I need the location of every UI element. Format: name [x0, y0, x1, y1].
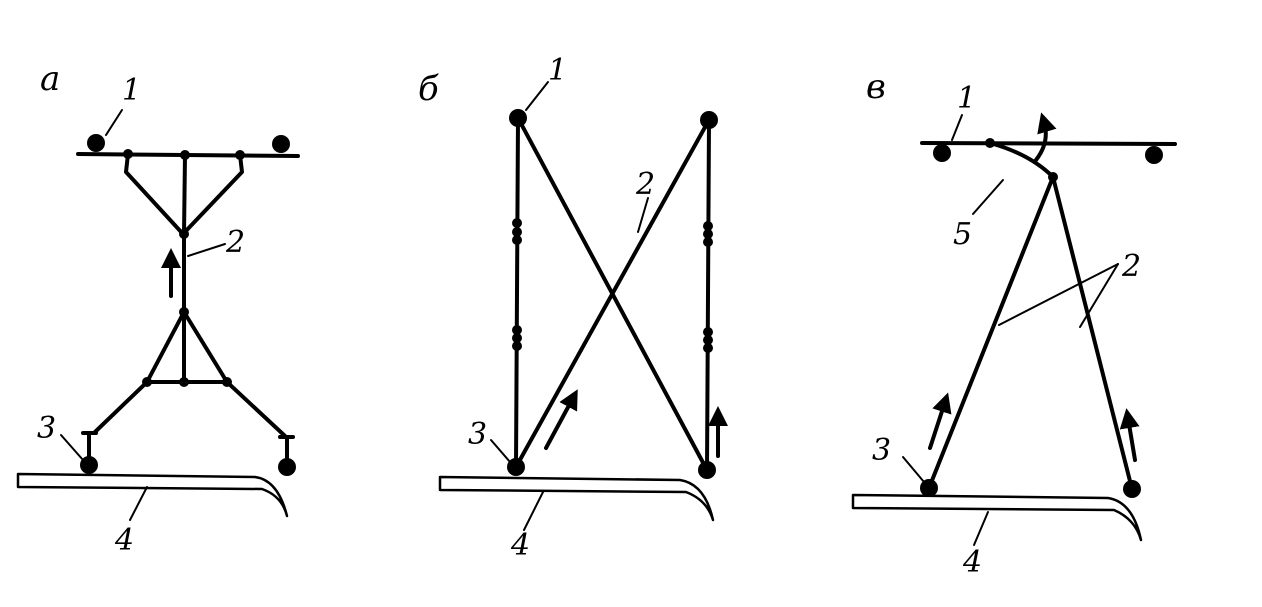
panel-c-rocker-link	[988, 141, 1055, 179]
panel-b-bottom-joint-right	[698, 461, 716, 479]
panel-a-label-1: 1	[122, 73, 141, 108]
panel-a-top-wheel-left	[87, 134, 105, 152]
panel-b-label-2: 2	[635, 167, 655, 202]
panel-a-letter: а	[40, 59, 60, 99]
panel-c-rotation-arrow-icon	[1034, 112, 1057, 162]
panel-b-right-upright	[705, 118, 711, 472]
panel-b-label-1: 1	[548, 53, 567, 88]
panel-c-arrow-right-icon	[1119, 408, 1140, 462]
panel-c-label-1: 1	[957, 81, 976, 116]
panel-b: б 1 2 3 4	[418, 53, 728, 563]
panel-a-skid-wheel-right	[278, 458, 296, 476]
panel-b-bottom-joint-left	[507, 458, 525, 476]
panel-b-top-joint-left	[509, 109, 527, 127]
panel-a-lower-frame	[93, 310, 186, 434]
panel-c-top-wheel-left	[933, 144, 951, 162]
panel-a-skid	[16, 472, 289, 518]
panel-b-label-3: 3	[468, 417, 487, 452]
panel-a-label-2: 2	[225, 225, 245, 260]
panel-b-left-upright	[514, 116, 520, 469]
panel-c-arrow-left-icon	[928, 392, 952, 450]
panel-c-leg-right	[1051, 175, 1134, 491]
panel-b-letter: б	[418, 69, 439, 109]
panel-c-skid	[851, 493, 1143, 542]
panel-b-cross-rod-2	[514, 118, 711, 469]
panel-c-bottom-joint-left	[920, 479, 938, 497]
panel-c-bottom-joint-right	[1123, 480, 1141, 498]
panel-c-letter: в	[866, 67, 886, 107]
panel-c-leg-left	[927, 175, 1055, 490]
panel-c: в 1 2 3 4 5	[851, 67, 1177, 580]
panel-b-top-joint-right	[700, 111, 718, 129]
panel-c-label-3: 3	[872, 433, 891, 468]
panel-b-label-4: 4	[510, 528, 530, 563]
panel-a: а	[16, 59, 300, 558]
panel-c-label-4: 4	[962, 545, 982, 580]
panel-b-arrow-diagonal-icon	[544, 389, 578, 450]
panel-c-label-5: 5	[953, 217, 972, 252]
panel-a-top-wheel-right	[272, 135, 290, 153]
panel-b-skid	[438, 475, 715, 522]
panel-a-skid-wheel-left	[80, 456, 98, 474]
panel-a-label-4: 4	[114, 523, 134, 558]
panel-a-label-3: 3	[37, 411, 56, 446]
panel-c-label-2: 2	[1121, 249, 1141, 284]
panel-c-top-wheel-right	[1145, 146, 1163, 164]
panel-c-top-beam	[920, 141, 1177, 146]
